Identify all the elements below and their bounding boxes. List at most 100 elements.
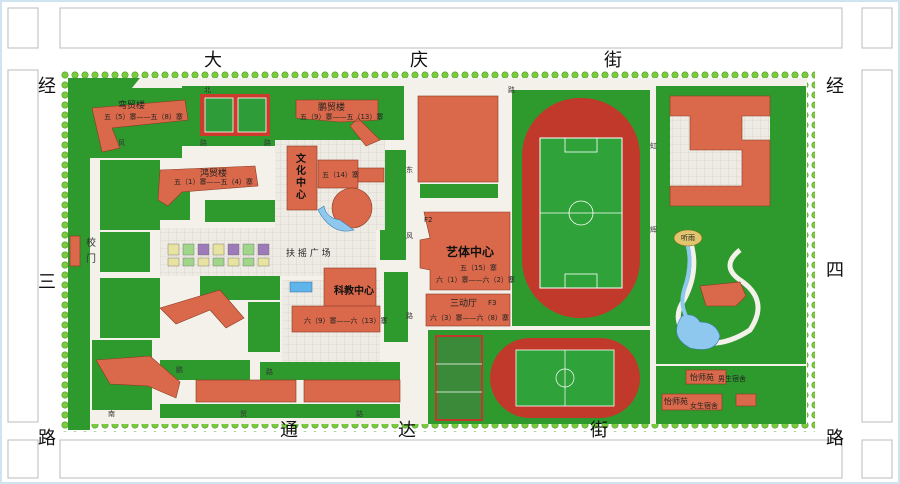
road-honghui-1: 虹 bbox=[650, 141, 657, 150]
gate-label-2: 门 bbox=[86, 252, 96, 265]
yiti-sub2: 六（1）寨——六（2）寨 bbox=[436, 275, 515, 284]
lawn-w-2 bbox=[100, 232, 150, 272]
hongmao-name: 鸿贸楼 bbox=[200, 167, 227, 179]
wenhua-dome bbox=[331, 187, 373, 229]
street-left-2: 三 bbox=[38, 272, 56, 293]
street-top-3: 街 bbox=[604, 50, 622, 71]
sw-dorm-2 bbox=[95, 355, 181, 399]
street-top-2: 庆 bbox=[410, 50, 428, 71]
plaza-color-squares bbox=[167, 243, 270, 267]
left-lawn bbox=[68, 78, 140, 430]
road-bei: 北 bbox=[204, 86, 211, 94]
wenhua-building bbox=[286, 145, 318, 211]
right-street-block bbox=[861, 69, 893, 423]
kejiao-sub: 六（9）寨——六（13）寨 bbox=[304, 316, 387, 325]
road-feng-1: 风 bbox=[118, 139, 125, 147]
road-nan-2: 贸 bbox=[240, 409, 247, 418]
yiyuan-name: 怡师苑 bbox=[690, 372, 714, 382]
sandongting-floor: F3 bbox=[488, 299, 496, 307]
pengmao-name: 鹏贸楼 bbox=[318, 101, 345, 113]
wenhua-name: 文化中心 bbox=[296, 152, 307, 201]
street-bottom-1: 通 bbox=[280, 420, 298, 441]
yiyuan2-name: 怡师苑 bbox=[664, 396, 688, 406]
top-right-corner-block bbox=[861, 7, 893, 49]
road-feng2: 风 bbox=[406, 232, 413, 240]
yiti-name: 艺体中心 bbox=[446, 244, 494, 259]
road-north-lu: 路 bbox=[508, 85, 515, 94]
hongmao-sub: 五（1）寨——五（4）寨 bbox=[174, 177, 253, 186]
kejiao-south-wing bbox=[291, 305, 381, 333]
street-bottom-3: 街 bbox=[590, 420, 608, 441]
mid-lawn-strip bbox=[420, 184, 498, 198]
lawn-west-mid bbox=[100, 160, 160, 230]
road-peng-1: 鹏 bbox=[176, 365, 183, 374]
lawn-right-strip-2 bbox=[384, 272, 408, 342]
basketball-courts bbox=[435, 335, 483, 421]
s-dorm-1 bbox=[195, 379, 297, 403]
bottom-left-corner-block bbox=[7, 439, 39, 479]
pengmao-sub: 五（9）寨——五（13）寨 bbox=[300, 112, 383, 121]
street-right-3: 路 bbox=[826, 428, 844, 449]
road-lu2: 路 bbox=[264, 138, 271, 147]
kuimao-sub: 五（5）寨——五（8）寨 bbox=[104, 112, 183, 121]
street-bottom-2: 达 bbox=[398, 420, 416, 441]
east-building bbox=[669, 95, 771, 207]
s-dorm-2 bbox=[303, 379, 401, 403]
road-peng-2: 路 bbox=[266, 367, 273, 376]
yiti-floor: F2 bbox=[424, 216, 432, 224]
bottom-right-corner-block bbox=[861, 439, 893, 479]
sandongting-name: 三动厅 bbox=[450, 298, 477, 309]
mid-building-north bbox=[417, 95, 499, 183]
street-right-2: 四 bbox=[826, 260, 844, 281]
kejiao-building bbox=[323, 267, 377, 313]
top-street-block-left bbox=[59, 7, 843, 49]
court-2 bbox=[237, 97, 267, 133]
road-nan-1: 南 bbox=[108, 409, 115, 418]
lawn-s-3 bbox=[160, 404, 400, 418]
sandongting-building bbox=[425, 293, 511, 327]
small-hut bbox=[735, 393, 757, 407]
road-lu3: 路 bbox=[406, 311, 413, 320]
yiyuan-sub: 男生宿舍 bbox=[718, 374, 746, 383]
street-left-1: 经 bbox=[38, 76, 56, 97]
street-left-3: 路 bbox=[38, 428, 56, 449]
yiyuan2-building bbox=[661, 393, 723, 411]
pengmao-building bbox=[295, 99, 381, 147]
street-right-1: 经 bbox=[826, 76, 844, 97]
hongmao-building bbox=[157, 165, 259, 207]
lawn-center-2 bbox=[205, 200, 275, 222]
road-nan-3: 路 bbox=[356, 409, 363, 418]
pavilion bbox=[673, 229, 703, 247]
kuimao-building bbox=[91, 99, 189, 153]
wenhua-east-wing-2 bbox=[357, 167, 385, 183]
yiti-sub1: 五（15）寨 bbox=[460, 263, 497, 272]
road-dong: 东 bbox=[406, 165, 413, 174]
yiti-building bbox=[419, 211, 511, 291]
street-top-1: 大 bbox=[204, 50, 222, 71]
kuimao-name: 弯贸楼 bbox=[118, 99, 145, 111]
sandongting-sub: 六（3）寨——六（8）寨 bbox=[430, 313, 509, 322]
wenhua-pond bbox=[317, 205, 355, 232]
sw-dorm-1 bbox=[159, 289, 245, 329]
wenhua-east-wing bbox=[317, 159, 359, 189]
lawn-w-3 bbox=[100, 278, 160, 338]
west-gate bbox=[69, 235, 81, 267]
stadium-goal-box-n bbox=[564, 137, 598, 153]
lawn-s-1 bbox=[160, 360, 250, 380]
left-street-block bbox=[7, 69, 39, 423]
top-left-corner-block bbox=[7, 7, 39, 49]
pavilion-name: 听雨 bbox=[681, 233, 695, 242]
kejiao-pool bbox=[289, 281, 313, 293]
park-stream bbox=[680, 239, 692, 317]
yiyuan-building bbox=[685, 369, 727, 385]
road-feng-2: 路 bbox=[200, 138, 207, 147]
lawn-s-2 bbox=[260, 362, 400, 380]
kejiao-name: 科教中心 bbox=[334, 284, 374, 297]
road-honghui-2: 辉 bbox=[650, 226, 657, 234]
stadium-center-circle bbox=[568, 200, 594, 226]
park-pond bbox=[676, 314, 721, 350]
lawn-c-4 bbox=[248, 302, 280, 352]
yiyuan2-sub: 女生宿舍 bbox=[690, 401, 718, 410]
gate-label-1: 校 bbox=[86, 236, 96, 249]
